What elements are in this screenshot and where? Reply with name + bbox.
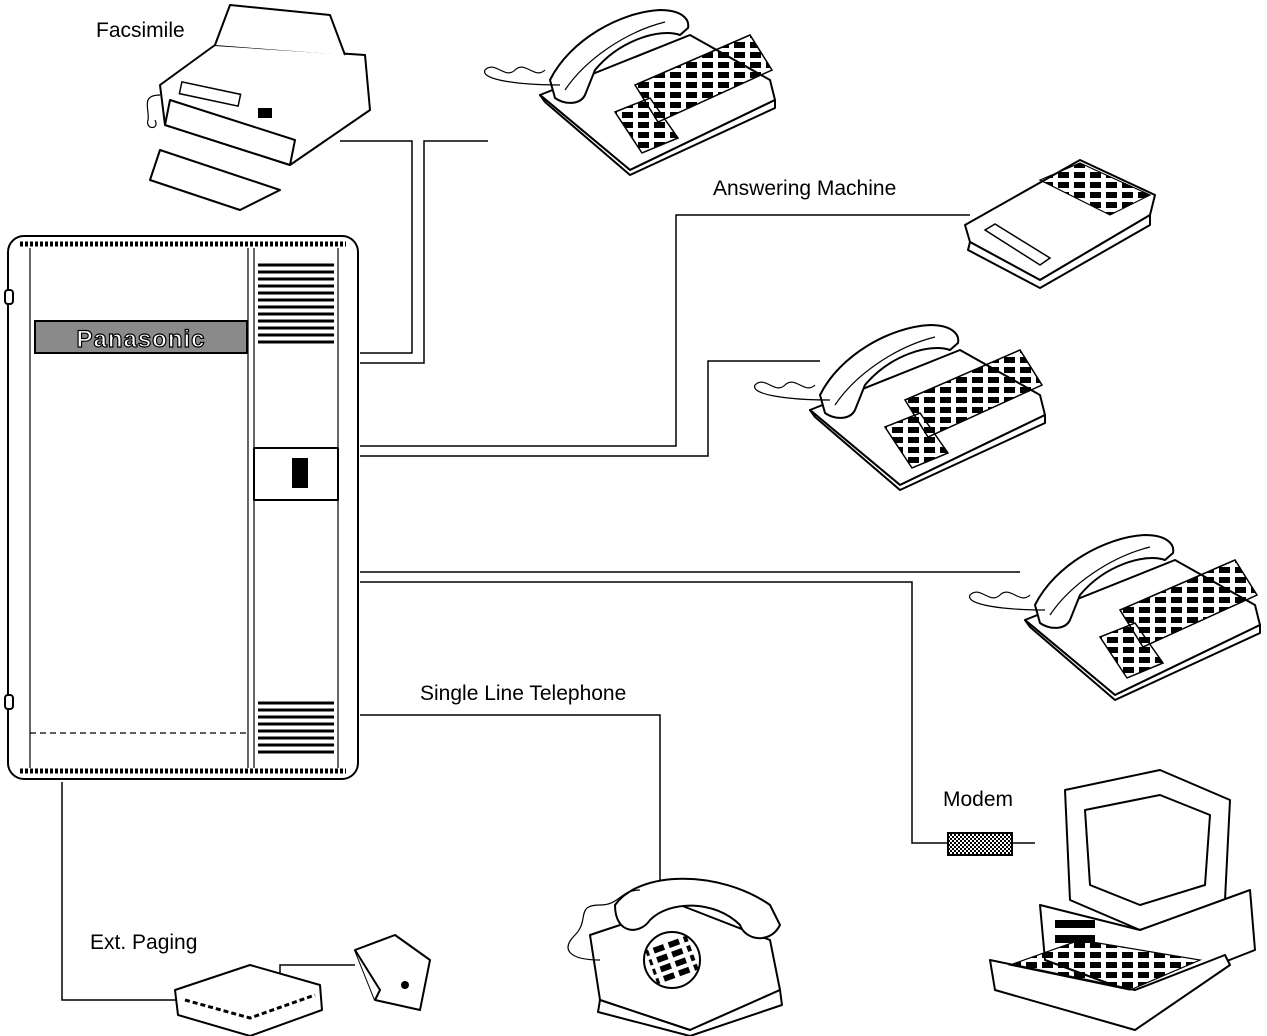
single-line-telephone-device (567, 877, 783, 1036)
label-ext-paging: Ext. Paging (90, 931, 197, 954)
facsimile-device (146, 4, 371, 211)
label-answering-machine: Answering Machine (713, 177, 896, 200)
label-facsimile: Facsimile (96, 19, 185, 42)
ext-paging-amplifier (174, 964, 323, 1036)
vent-top (258, 263, 334, 344)
connection-wires (61, 140, 1035, 1001)
computer-device (989, 769, 1256, 1031)
label-single-line-telephone: Single Line Telephone (420, 682, 626, 705)
label-modem: Modem (943, 788, 1013, 811)
proprietary-telephone-2 (753, 324, 1046, 491)
brand-plate (34, 320, 248, 354)
brand-logo: Panasonic (76, 326, 205, 353)
panasonic-main-unit: Panasonic (4, 235, 359, 780)
vent-bottom (258, 701, 334, 754)
answering-machine-device (964, 159, 1156, 289)
modem-device (947, 832, 1013, 856)
proprietary-telephone-3 (968, 534, 1261, 701)
ext-paging-speaker (354, 934, 431, 1011)
proprietary-telephone-1 (483, 9, 776, 176)
